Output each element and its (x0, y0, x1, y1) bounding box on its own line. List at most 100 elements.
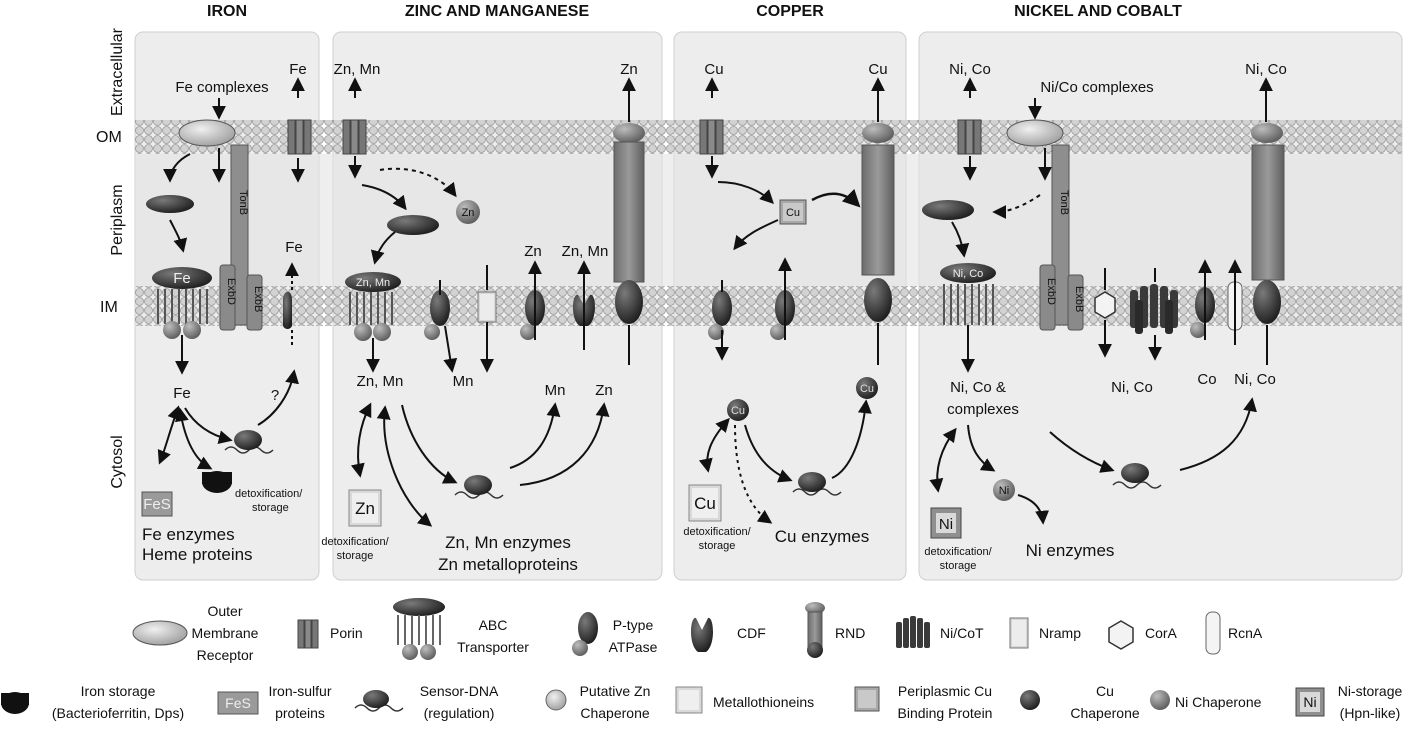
legend-sensor-dna-icon (354, 690, 404, 712)
label-extracellular: Extracellular (109, 27, 126, 116)
legend-nicot-label: Ni/CoT (940, 625, 984, 641)
ni-storage-box (930, 507, 962, 539)
iron-detox-label-1: detoxification/ (235, 488, 303, 500)
nico-mid-label: Ni, Co (1111, 379, 1153, 396)
legend-zn-chaperone-label-2: Chaperone (580, 705, 649, 721)
legend-abc-label-1: ABC (479, 617, 508, 633)
exbb-label: ExbB (252, 286, 264, 312)
legend-ni-storage-icon-label: Ni (1303, 694, 1316, 710)
nico-abc-label: Ni, Co (953, 268, 984, 280)
legend-ptype-label-2: ATPase (609, 639, 658, 655)
ni-chaperone (993, 479, 1015, 501)
tonb-protein-nickel (1051, 144, 1070, 326)
nico-top-label: Ni, Co (949, 61, 991, 78)
legend-cu-chaperone-label-1: Cu (1096, 683, 1114, 699)
zn-mn-top-label: Zn, Mn (334, 61, 381, 78)
outer-membrane (135, 120, 1402, 154)
legend-cu-chaperone-icon (1020, 690, 1040, 710)
periplasm-band (135, 154, 1402, 286)
rnd-efflux-zinc (613, 123, 645, 365)
zinc-section: Zn, Mn Zn Zn, Mn (321, 61, 645, 574)
exbd-label: ExbD (225, 278, 237, 305)
nico-top-right-label: Ni, Co (1245, 61, 1287, 78)
legend-nramp-icon (1009, 617, 1029, 649)
co-label: Co (1197, 371, 1216, 388)
fe-periplasm-label: Fe (285, 239, 303, 256)
question-mark: ? (271, 387, 279, 404)
cora-transporter (1094, 291, 1116, 319)
iron-detox-label-2: storage (252, 502, 289, 514)
header-iron: IRON (207, 3, 247, 20)
legend-abc-icon (393, 598, 445, 660)
legend-fes-icon-label: FeS (225, 695, 251, 711)
legend-omr-label-2: Membrane (192, 625, 259, 641)
porin-nickel (957, 119, 982, 155)
ni-chap-label: Ni (999, 485, 1009, 497)
zinc-detox-label-2: storage (337, 550, 374, 562)
rnd-efflux-copper (861, 123, 895, 365)
sensor-dna-nickel (1112, 463, 1162, 489)
fe-abc-label: Fe (173, 270, 191, 287)
porin-zinc (342, 119, 367, 155)
inner-membrane (135, 286, 1402, 326)
heme-proteins-label: Heme proteins (142, 545, 253, 564)
porin-copper (699, 119, 724, 155)
legend-ni-storage-label-1: Ni-storage (1338, 683, 1403, 699)
legend-fes-label-1: Iron-sulfur (268, 683, 331, 699)
periplasmic-binding-protein-zinc (387, 215, 439, 235)
fes-label: FeS (143, 496, 171, 513)
metallothionein-copper (688, 484, 722, 522)
zn-out-label: Zn (595, 382, 613, 399)
zinc-detox-label-1: detoxification/ (321, 536, 389, 548)
tonb-label: TonB (237, 190, 249, 215)
exbd-protein-nickel (1039, 264, 1056, 331)
zn-mn-cyto-label: Zn, Mn (357, 373, 404, 390)
legend-abc-label-2: Transporter (457, 639, 529, 655)
legend-fes-icon (217, 691, 259, 715)
zn-chaperone-label: Zn (462, 207, 475, 219)
legend-cdf-label: CDF (737, 625, 766, 641)
legend-ni-storage-label-2: (Hpn-like) (1340, 705, 1401, 721)
legend-omr-label-3: Receptor (197, 647, 254, 663)
abc-transporter-zinc: Zn, Mn (345, 272, 401, 341)
cu-top-left-label: Cu (704, 61, 723, 78)
zn-mn-enzymes-label: Zn, Mn enzymes (445, 533, 571, 552)
p-type-atpase-mn (424, 280, 450, 340)
sensor-dna-zinc (454, 475, 504, 499)
legend-periplasmic-cu-label-2: Binding Protein (898, 705, 993, 721)
legend-periplasmic-cu-icon (854, 686, 880, 712)
nico-right-label: Ni, Co (1234, 371, 1276, 388)
legend-rcna-label: RcnA (1228, 625, 1263, 641)
ni-enzymes-label: Ni enzymes (1026, 541, 1115, 560)
legend-nramp-label: Nramp (1039, 625, 1081, 641)
periplasmic-binding-protein-nickel (922, 200, 974, 220)
legend-sensor-label-2: (regulation) (424, 705, 495, 721)
mn-cyto-label: Mn (453, 373, 474, 390)
iron-section: Fe complexes Fe TonB ExbD ExbB Fe (141, 61, 312, 564)
nramp-transporter (477, 291, 497, 323)
metallothionein-zinc (348, 489, 382, 527)
exbd-nickel-label: ExbD (1045, 278, 1057, 305)
zn-top-right-label: Zn (620, 61, 638, 78)
sensor-dna-iron (224, 430, 274, 454)
legend-ni-chaperone-label: Ni Chaperone (1175, 694, 1262, 710)
zn-mt-label: Zn (355, 499, 375, 518)
legend-ni-storage-icon (1295, 687, 1325, 717)
putative-zn-chaperone (456, 200, 480, 224)
abc-transporter-nickel: Ni, Co (940, 263, 996, 325)
legend-cora-label: CorA (1145, 625, 1178, 641)
cu-enzymes-label: Cu enzymes (775, 527, 869, 546)
outer-membrane-receptor (178, 119, 236, 147)
legend-row-1: Outer Membrane Receptor Porin ABC Transp… (132, 598, 1263, 663)
copper-section: Cu Cu Cu (683, 61, 895, 552)
nickel-detox-label-1: detoxification/ (924, 546, 992, 558)
tonb-nickel-label: TonB (1058, 190, 1070, 215)
zn-metalloproteins-label: Zn metalloproteins (438, 555, 578, 574)
outer-membrane-receptor-nickel (1006, 119, 1064, 147)
nickel-detox-label-2: storage (940, 560, 977, 572)
fe-top-label: Fe (289, 61, 307, 78)
legend-ni-chaperone-icon (1150, 690, 1170, 710)
label-cytosol: Cytosol (109, 435, 126, 488)
p-type-atpase-cu-1 (708, 290, 732, 340)
legend-metallothionein-label: Metallothioneins (713, 694, 814, 710)
